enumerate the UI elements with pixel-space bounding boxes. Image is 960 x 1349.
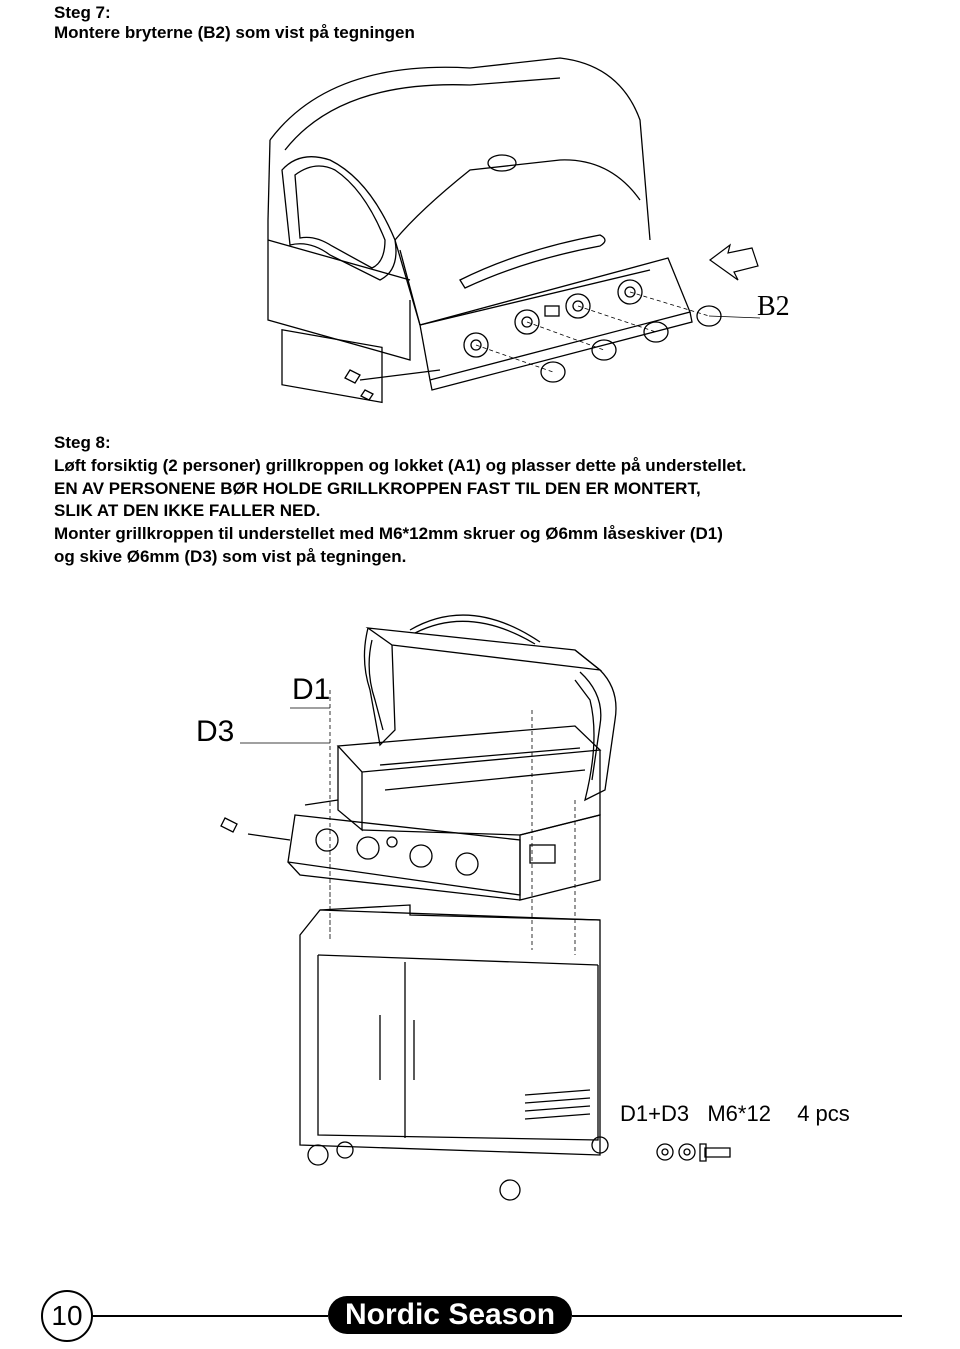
parts-caption-part: D1+D3 [620,1101,690,1126]
step7-instruction: Montere bryterne (B2) som vist på tegnin… [54,23,415,42]
brand-logo: Nordic Season [328,1296,572,1334]
b2-label: B2 [757,291,790,322]
grill-assembly-illustration [220,614,731,1201]
step8-line1: Løft forsiktig (2 personer) grillkroppen… [54,456,747,475]
step8-line4: Monter grillkroppen til understellet med… [54,524,723,543]
parts-caption: D1+D3 M6*12 4 pcs [620,1101,850,1127]
page-number: 10 [41,1290,93,1342]
d3-label: D3 [196,715,235,748]
parts-caption-size: M6*12 [707,1101,771,1126]
d1-label: D1 [292,673,331,706]
grill-head-illustration [267,57,761,404]
step8-line3: SLIK AT DEN IKKE FALLER NED. [54,501,321,520]
step8-line5: og skive Ø6mm (D3) som vist på tegningen… [54,547,407,566]
footer-rule-left [60,1315,328,1317]
footer-rule-right [572,1315,902,1317]
step8-title: Steg 8: [54,433,111,452]
step7-title: Steg 7: [54,3,111,22]
step8-line2: EN AV PERSONENE BØR HOLDE GRILLKROPPEN F… [54,479,701,498]
parts-caption-qty: 4 pcs [797,1101,850,1126]
